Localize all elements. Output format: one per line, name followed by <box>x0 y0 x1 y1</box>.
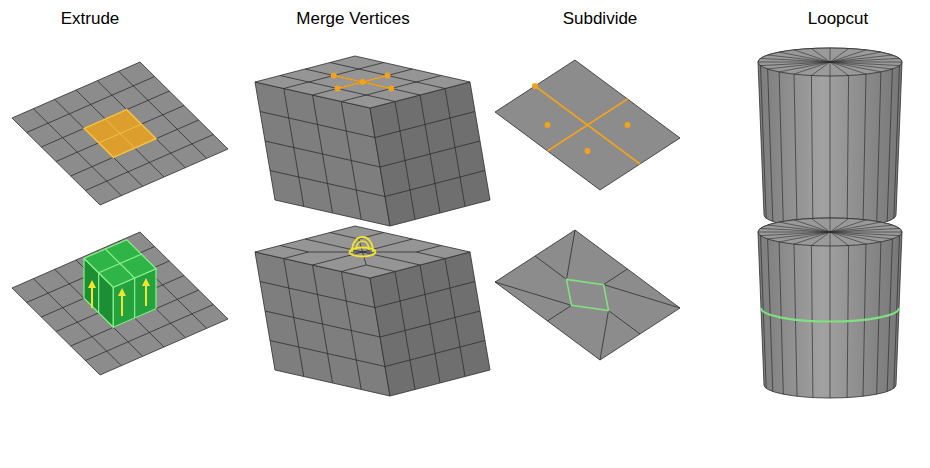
column-title: Subdivide <box>563 9 638 29</box>
column-title: Extrude <box>61 9 120 29</box>
column-title: Loopcut <box>808 9 869 29</box>
column-title: Merge Vertices <box>296 9 409 29</box>
